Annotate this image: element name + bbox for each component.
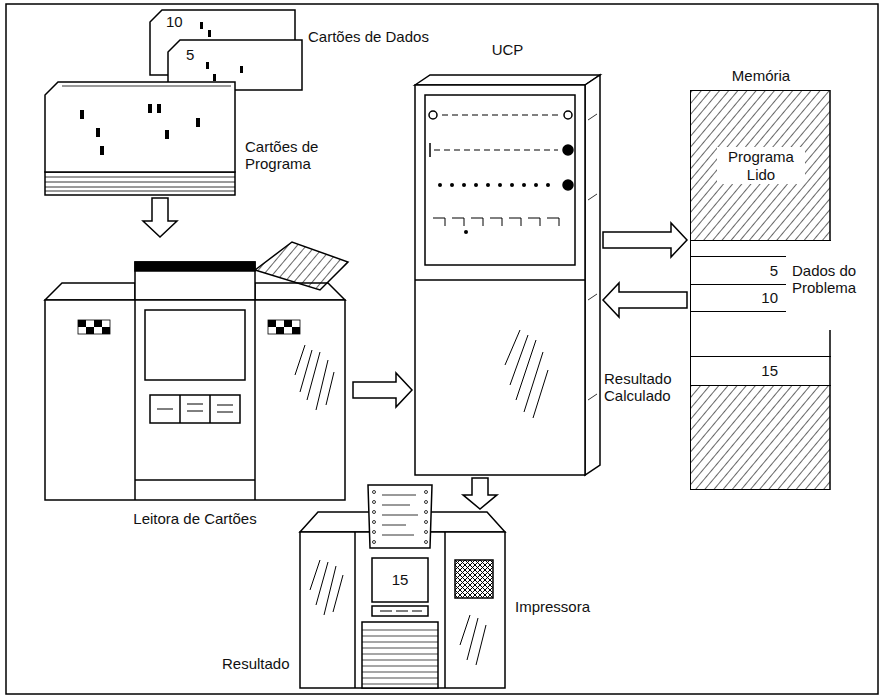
card-value: 5	[186, 46, 194, 63]
program-card-deck: Cartões de Programa	[40, 80, 235, 195]
flow-arrow	[603, 223, 687, 257]
flow-arrow	[143, 198, 177, 237]
memory-cell: 10	[691, 284, 786, 312]
frame	[6, 4, 878, 694]
data-cards-drawing	[150, 10, 302, 90]
flow-arrow	[603, 283, 687, 317]
card-reader-drawing	[45, 242, 348, 500]
flow-arrow	[353, 373, 412, 407]
data-cards-text: Cartões de Dados	[308, 28, 429, 45]
cpu-cabinet: UCP	[415, 75, 600, 475]
card-reader-text: Leitora de Cartões	[40, 510, 350, 527]
memory-block-text: Memória	[691, 67, 831, 84]
memory-cell-text: 10	[761, 289, 778, 306]
card-value: 10	[166, 13, 183, 30]
printer-drawing	[300, 485, 505, 688]
output-label: Resultado	[222, 655, 290, 672]
program-deck-drawing	[45, 82, 235, 195]
memory-cell: 5	[691, 256, 786, 284]
printer: Impressora	[300, 512, 505, 690]
cpu-cabinet-text: UCP	[415, 41, 600, 58]
memory-cell: 15	[691, 356, 831, 386]
memory-note: Resultado Calculado	[604, 370, 688, 405]
memory-note: Dados do Problema	[792, 262, 878, 297]
memory-program-area-text: Programa Lido	[717, 147, 805, 184]
printer-text: Impressora	[515, 598, 590, 615]
cpu-drawing	[415, 75, 600, 475]
program-card-deck-text: Cartões de Programa	[245, 138, 340, 173]
memory-cell-text: 5	[770, 262, 778, 279]
flow-arrow	[463, 478, 497, 509]
card-reader: Leitora de Cartões	[40, 240, 350, 502]
printed-value: 15	[380, 571, 420, 588]
memory-program-area: Programa Lido	[691, 91, 831, 241]
memory-cell-text: 15	[761, 362, 778, 379]
